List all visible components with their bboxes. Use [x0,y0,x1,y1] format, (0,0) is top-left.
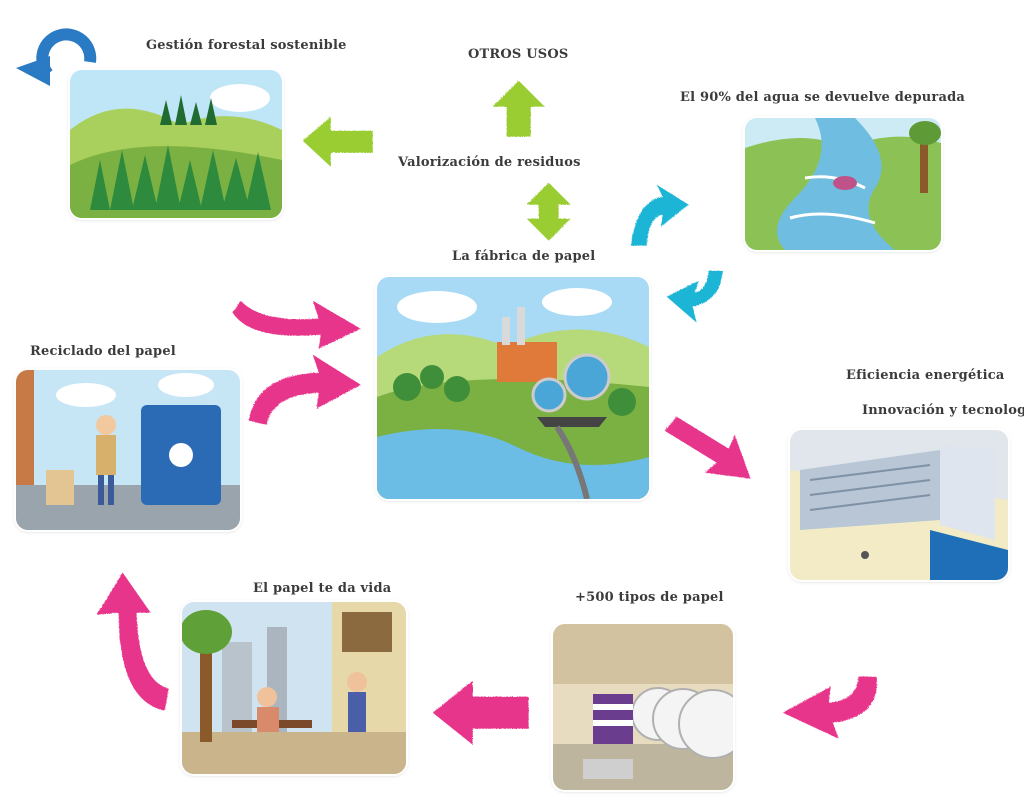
arrow-left-icon [432,680,528,744]
label-other-uses: OTROS USOS [468,47,569,62]
arrow-up-icon [492,80,544,136]
recycling-illustration [16,370,240,530]
factory-illustration [377,277,649,499]
label-recycling: Reciclado del papel [30,344,176,359]
curved-arrow-icon [630,184,688,245]
paper-machine-illustration [790,430,1008,580]
label-life: El papel te da vida [253,581,392,596]
label-types: +500 tipos de papel [575,590,724,605]
label-factory: La fábrica de papel [452,249,596,264]
arrow-right-icon [248,354,360,424]
refresh-cycle-icon [16,28,97,86]
label-innovation: Innovación y tecnología [862,403,1024,418]
label-waste: Valorización de residuos [398,155,581,170]
curved-arrow-icon [666,270,722,322]
arrow-right-icon [664,416,750,478]
forest-illustration [70,70,282,218]
arrow-right-icon [232,300,360,348]
label-forest: Gestión forestal sostenible [146,38,347,53]
curved-arrow-icon [96,572,168,710]
people-illustration [182,602,406,774]
label-energy: Eficiencia energética [846,368,1005,383]
arrow-left-icon [302,116,372,166]
arrow-up-down-icon [526,182,570,240]
warehouse-illustration [553,624,733,790]
curved-arrow-icon [782,676,877,738]
river-illustration [745,118,941,250]
label-water: El 90% del agua se devuelve depurada [680,90,966,105]
